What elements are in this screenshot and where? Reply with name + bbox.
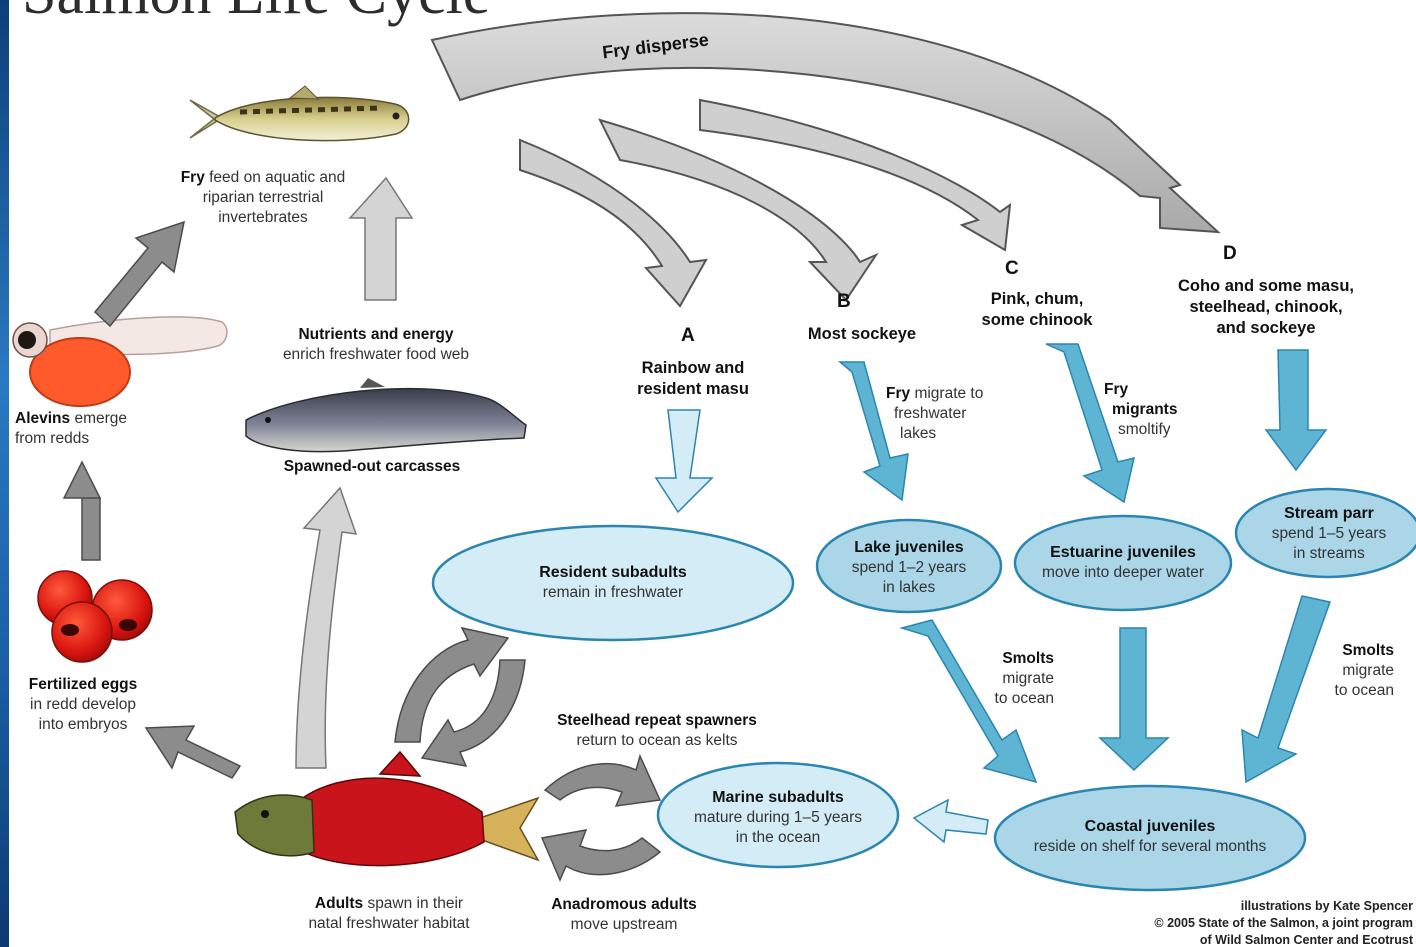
path-d-letter: D — [1223, 243, 1237, 264]
fry-migrants-label: Fry migrants smoltify — [1104, 381, 1178, 438]
alevin-illustration — [12, 316, 228, 407]
carcasses-label: Spawned-out carcasses — [283, 458, 461, 475]
eggs-to-alevin-arrow — [62, 460, 102, 561]
coastal-juveniles-oval — [993, 784, 1307, 892]
lake-juveniles-oval — [815, 518, 1003, 614]
path-b-letter: B — [837, 291, 851, 312]
path-c-letter: C — [1005, 258, 1019, 279]
adults-to-eggs-arrow — [144, 725, 242, 779]
anadromous-label: Anadromous adults move upstream — [551, 896, 697, 933]
path-a-arrow — [654, 409, 714, 514]
carcass-illustration — [245, 378, 527, 453]
estuarine-juveniles-oval — [1013, 514, 1233, 612]
fry-disperse-arrow — [430, 12, 1221, 308]
path-c-arrow — [1045, 343, 1136, 504]
nutrient-arrows — [295, 176, 414, 769]
path-d-heading: Coho and some masu,steelhead, chinook,an… — [1177, 277, 1355, 337]
path-d-arrow — [1264, 349, 1328, 472]
path-c-heading: Pink, chum,some chinook — [981, 290, 1093, 329]
marine-to-adults-arrow — [540, 829, 662, 882]
path-a-letter: A — [681, 325, 695, 346]
smolts-left-label: Smolts migrate to ocean — [994, 650, 1054, 707]
nutrients-to-fry-arrow — [348, 176, 414, 301]
alevin-to-fry-arrow — [93, 220, 185, 328]
fertilized-eggs-illustration — [37, 570, 153, 663]
stream-parr-oval — [1234, 487, 1416, 579]
fry-label: Fry feed on aquatic and riparian terrest… — [180, 169, 346, 226]
adult-salmon-illustration — [234, 750, 540, 867]
fry-illustration — [189, 85, 410, 142]
smolts-right-label: Smolts migrate to ocean — [1334, 642, 1394, 699]
adults-label: Adults spawn in their natal freshwater h… — [308, 895, 470, 932]
estuarine-to-coastal-arrow — [1098, 627, 1170, 772]
marine-subadults-oval — [656, 761, 900, 869]
adults-to-carcasses-arrow — [295, 486, 358, 769]
nutrients-label: Nutrients and energy enrich freshwater f… — [282, 326, 470, 363]
resident-subadults-oval — [431, 524, 795, 642]
path-b-heading: Most sockeye — [807, 325, 917, 343]
adults-to-resident-arrow — [394, 626, 510, 743]
alevins-label: Alevins emerge from redds — [15, 410, 128, 447]
fry-migrate-lakes-label: Fry migrate to freshwater lakes — [886, 385, 984, 442]
path-b-arrow — [837, 361, 909, 502]
stage-ovals — [431, 487, 1416, 892]
steelhead-label: Steelhead repeat spawners return to ocea… — [557, 712, 757, 749]
resident-to-adults-arrow — [420, 659, 526, 767]
stream-to-coastal-arrow — [1241, 595, 1331, 784]
adults-to-marine-arrow — [543, 753, 662, 807]
diagram-title: Salmon Life Cycle — [22, 0, 490, 29]
lifecycle-gray-arrows — [62, 220, 662, 882]
coastal-to-marine-arrow — [912, 798, 989, 844]
lake-to-coastal-arrow — [899, 619, 1038, 784]
slide-edge-strip — [0, 0, 9, 947]
fertilized-eggs-label: Fertilized eggs in redd develop into emb… — [28, 676, 138, 733]
credit-text: illustrations by Kate Spencer © 2005 Sta… — [1154, 899, 1413, 947]
